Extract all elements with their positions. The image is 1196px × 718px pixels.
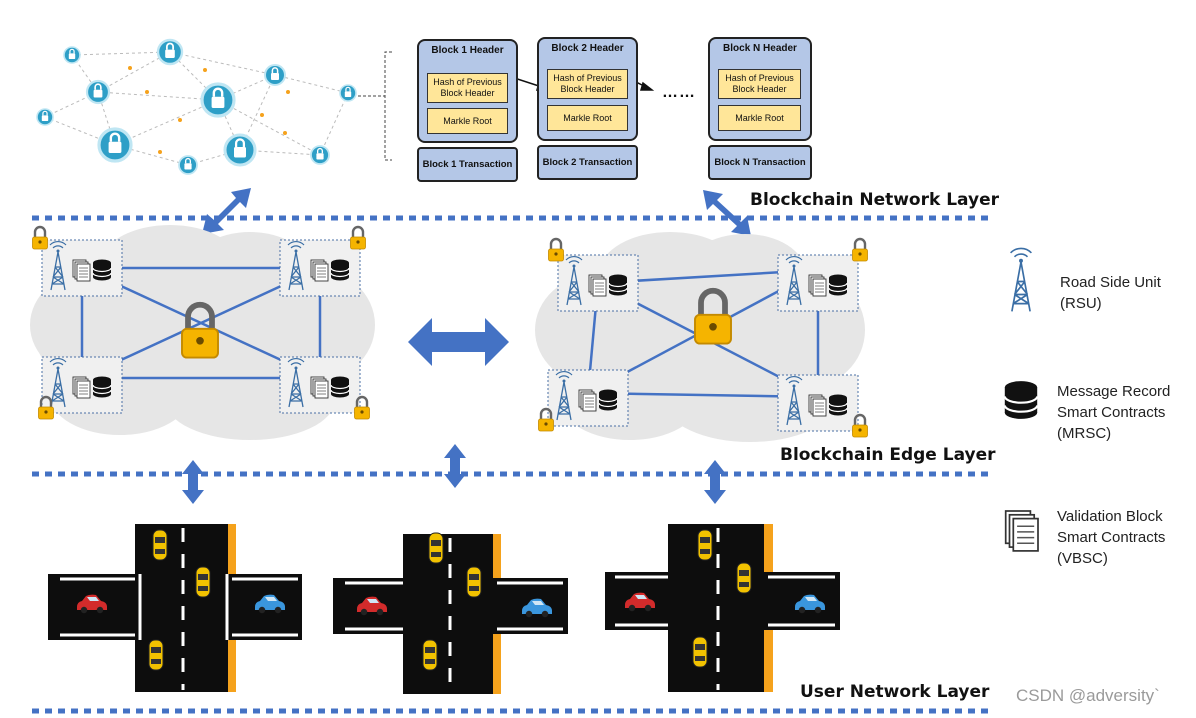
documents-icon bbox=[1004, 510, 1039, 552]
network-layer-label: Blockchain Network Layer bbox=[750, 190, 999, 210]
block-header-title: Block N Header bbox=[723, 43, 797, 54]
intersection bbox=[333, 532, 568, 694]
lock-icon bbox=[349, 225, 367, 251]
merkle-root-field: Markle Root bbox=[427, 108, 508, 134]
block-1-header: Block 1 Header Hash of Previous Block He… bbox=[417, 39, 518, 143]
edge-peer-arrow bbox=[408, 318, 509, 366]
edge-node bbox=[42, 240, 122, 296]
database-icon bbox=[1003, 380, 1039, 420]
edge-user-arrow bbox=[704, 460, 726, 504]
edge-user-arrow bbox=[182, 460, 204, 504]
edge-layer-label: Blockchain Edge Layer bbox=[780, 445, 996, 465]
p2p-network bbox=[36, 38, 392, 175]
prev-hash-field: Hash of Previous Block Header bbox=[718, 69, 801, 99]
lock-icon bbox=[31, 225, 49, 251]
edge-node bbox=[280, 240, 360, 296]
intersection bbox=[48, 524, 302, 692]
legend-mrsc-label: Message Record Smart Contracts (MRSC) bbox=[1057, 383, 1171, 442]
lock-icon bbox=[353, 395, 371, 421]
network-edge-arrow-left bbox=[202, 188, 251, 234]
block-2-header: Block 2 Header Hash of Previous Block He… bbox=[537, 37, 638, 141]
lock-icon bbox=[851, 237, 869, 263]
edge-node bbox=[42, 357, 122, 413]
edge-cloud-left bbox=[30, 225, 375, 440]
prev-hash-field: Hash of Previous Block Header bbox=[427, 73, 508, 103]
block-2-transaction: Block 2 Transaction bbox=[537, 145, 638, 180]
edge-node bbox=[778, 375, 858, 431]
block-header-title: Block 2 Header bbox=[551, 43, 624, 54]
block-n-header: Block N Header Hash of Previous Block He… bbox=[708, 37, 812, 141]
user-layer-label: User Network Layer bbox=[800, 682, 990, 702]
chain-ellipsis: …… bbox=[662, 84, 696, 101]
intersection bbox=[605, 524, 840, 692]
lock-icon bbox=[537, 407, 555, 433]
block-header-title: Block 1 Header bbox=[431, 45, 504, 56]
network-edge-arrow-right bbox=[703, 190, 751, 236]
edge-node bbox=[778, 255, 858, 311]
edge-cloud-right bbox=[535, 232, 869, 442]
block-n-transaction: Block N Transaction bbox=[708, 145, 812, 180]
block-1-transaction: Block 1 Transaction bbox=[417, 147, 518, 182]
watermark: CSDN @adversity` bbox=[1016, 686, 1160, 705]
rsu-tower-icon bbox=[1009, 247, 1033, 313]
edge-node bbox=[280, 357, 360, 413]
prev-hash-field: Hash of Previous Block Header bbox=[547, 69, 628, 99]
legend-rsu-label: Road Side Unit (RSU) bbox=[1060, 274, 1161, 312]
merkle-root-field: Markle Root bbox=[718, 105, 801, 131]
edge-node bbox=[558, 255, 638, 311]
lock-icon bbox=[547, 237, 565, 263]
lock-icon bbox=[851, 413, 869, 439]
edge-node bbox=[548, 370, 628, 426]
legend-vbsc-label: Validation Block Smart Contracts (VBSC) bbox=[1057, 508, 1166, 567]
merkle-root-field: Markle Root bbox=[547, 105, 628, 131]
edge-user-arrow bbox=[444, 444, 466, 488]
